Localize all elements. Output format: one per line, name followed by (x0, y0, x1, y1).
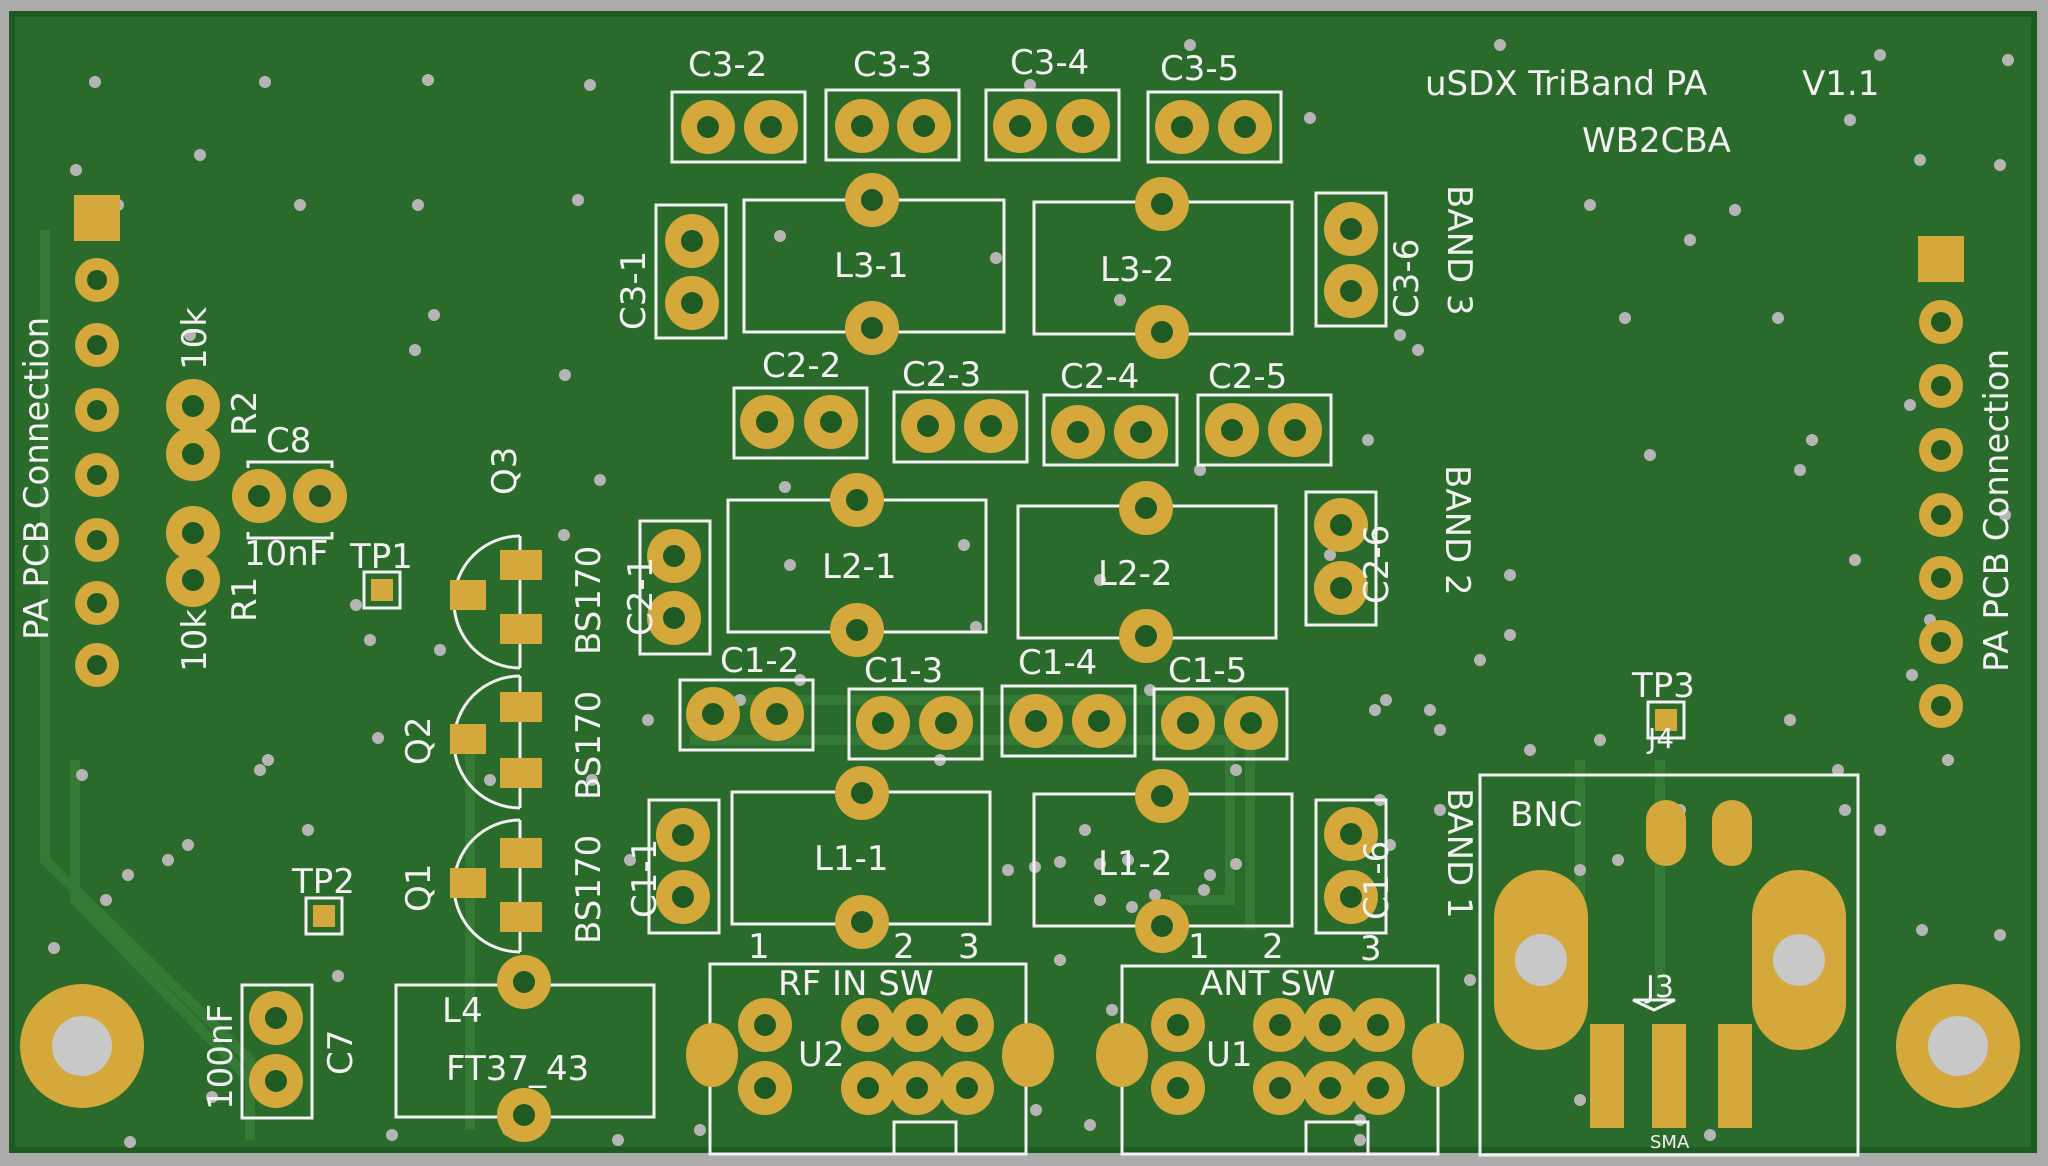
mounting-holes (20, 984, 2020, 1108)
tp3-label: TP3 (1631, 666, 1695, 706)
capacitor-label: C1-5 (1168, 651, 1247, 691)
board-body (9, 11, 2037, 1153)
inductor-label: L2-1 (822, 547, 896, 587)
q2-part-label: BS170 (569, 691, 609, 800)
capacitor-label: C3-1 (614, 251, 654, 330)
special-pads (313, 550, 1846, 1128)
tp1-label: TP1 (349, 537, 413, 577)
right-connector-label: PA PCB Connection (1977, 349, 2017, 672)
capacitor-label: C2-3 (902, 355, 981, 395)
r1-label: R1 (225, 577, 265, 622)
board-version: V1.1 (1802, 64, 1879, 104)
u2-title: RF IN SW (778, 964, 933, 1004)
capacitor-label: C1-6 (1357, 841, 1397, 920)
capacitor-label: C3-5 (1160, 49, 1239, 89)
inductor-label: L1-2 (1098, 844, 1172, 884)
inductor-label: L2-2 (1098, 554, 1172, 594)
capacitor-label: C1-4 (1018, 643, 1097, 683)
j3-label: J3 (1644, 970, 1674, 1005)
r2-label: R2 (225, 391, 265, 436)
tp2-label: TP2 (291, 862, 355, 902)
r1-value-label: 10k (175, 609, 215, 672)
left-connector-label: PA PCB Connection (17, 317, 57, 640)
q3-part-label: BS170 (569, 546, 609, 655)
c7-value-label: 100nF (201, 1004, 241, 1110)
l4-label: L4 (442, 991, 483, 1031)
r2-value-label: 10k (175, 307, 215, 370)
right-header-connector: PA PCB Connection (1918, 236, 2017, 728)
capacitor-label: C1-2 (720, 641, 799, 681)
c8-label: C8 (266, 421, 311, 461)
u1-title: ANT SW (1200, 964, 1335, 1004)
band-label: BAND 3 (1439, 185, 1479, 316)
capacitor-labels: C3-2 C3-3 C3-4 C3-5C3-1 C3-6C2-2 C2-3 C2-4 C2-5… (614, 43, 1427, 920)
capacitor-label: C3-6 (1387, 239, 1427, 318)
u1-pin-2: 2 (1262, 927, 1284, 967)
inductor-label: L3-1 (834, 246, 908, 286)
u2-label: U2 (798, 1035, 845, 1075)
capacitor-label: C2-2 (762, 346, 841, 386)
u1-pin-1: 1 (1188, 927, 1210, 967)
capacitor-label: C2-6 (1357, 525, 1397, 604)
q3-label: Q3 (485, 447, 525, 495)
q2-label: Q2 (399, 717, 439, 765)
inductor-label: L1-1 (814, 839, 888, 879)
capacitor-label: C2-5 (1208, 357, 1287, 397)
inductor-label: L3-2 (1100, 250, 1174, 290)
capacitor-label: C1-1 (625, 839, 665, 918)
u2-pin-1: 1 (748, 927, 770, 967)
u1-label: U1 (1206, 1035, 1253, 1075)
inductor-labels: L3-1 L3-2L2-1 L2-2L1-1 L1-2 (814, 246, 1174, 884)
u2-pin-3: 3 (958, 927, 980, 967)
band-labels: BAND 3 BAND 2 BAND 1 (1437, 185, 1479, 919)
capacitor-label: C2-1 (621, 557, 661, 636)
board-author: WB2CBA (1582, 121, 1731, 161)
c8-value-label: 10nF (244, 534, 328, 574)
band-label: BAND 2 (1437, 465, 1477, 596)
solder-pads (166, 99, 1405, 1142)
capacitor-label: C3-2 (688, 45, 767, 85)
q1-label: Q1 (399, 864, 439, 912)
capacitor-label: C2-4 (1060, 357, 1139, 397)
capacitor-label: C1-3 (864, 651, 943, 691)
u1-pin-3: 3 (1360, 929, 1382, 969)
capacitor-label: C3-4 (1010, 43, 1089, 83)
left-header-connector: PA PCB Connection (17, 195, 120, 687)
bnc-label: BNC (1510, 795, 1583, 835)
sma-label: SMA (1650, 1132, 1690, 1153)
board-title: uSDX TriBand PA (1425, 64, 1707, 104)
j4-label: J4 (1646, 722, 1674, 755)
capacitor-label: C3-3 (853, 45, 932, 85)
u2-pin-2: 2 (893, 927, 915, 967)
c7-label: C7 (321, 1030, 361, 1075)
l4-value-label: FT37_43 (446, 1049, 589, 1089)
band-label: BAND 1 (1439, 788, 1479, 919)
q1-part-label: BS170 (569, 835, 609, 944)
